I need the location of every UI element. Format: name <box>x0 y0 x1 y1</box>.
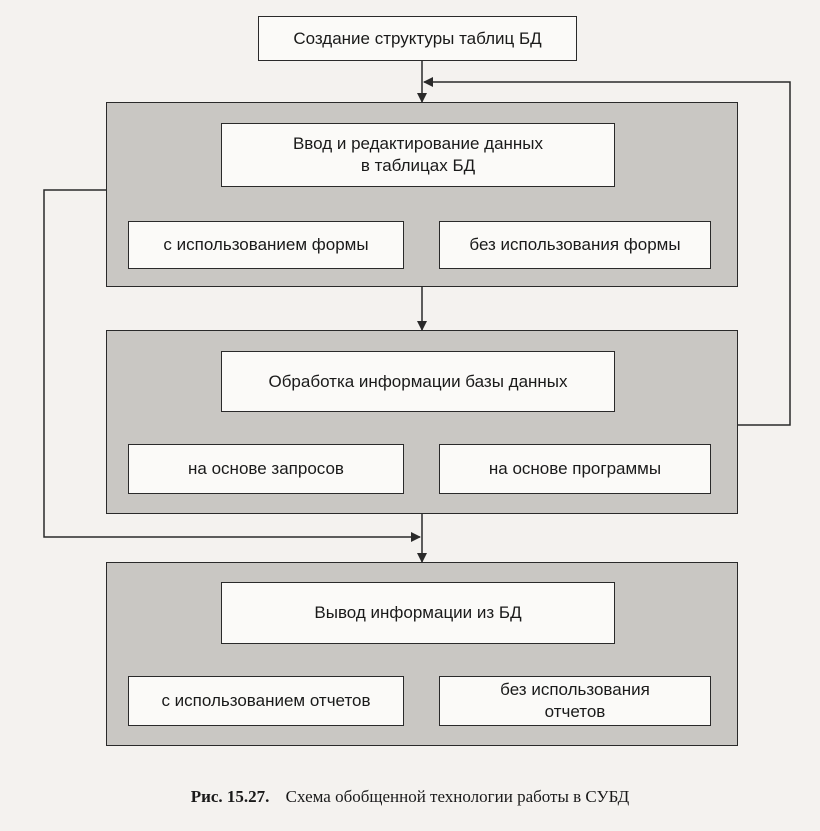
output-box: Вывод информации из БД <box>221 582 615 644</box>
figure-caption-text: Схема обобщенной технологии работы в СУБ… <box>285 787 630 806</box>
program-box: на основе программы <box>439 444 711 494</box>
feedback-line-processing-to-input <box>423 77 791 426</box>
figure-caption: Рис. 15.27. Схема обобщенной технологии … <box>0 787 820 807</box>
without-reports-box: без использования отчетов <box>439 676 711 726</box>
bypass-line-input-to-output <box>43 189 421 542</box>
figure-number: Рис. 15.27. <box>190 787 270 806</box>
with-form-box: с использованием формы <box>128 221 404 269</box>
create-structure-box: Создание структуры таблиц БД <box>258 16 577 61</box>
with-reports-box: с использованием отчетов <box>128 676 404 726</box>
without-form-box: без использования формы <box>439 221 711 269</box>
processing-box: Обработка информации базы данных <box>221 351 615 412</box>
queries-box: на основе запросов <box>128 444 404 494</box>
input-edit-box: Ввод и редактирование данных в таблицах … <box>221 123 615 187</box>
